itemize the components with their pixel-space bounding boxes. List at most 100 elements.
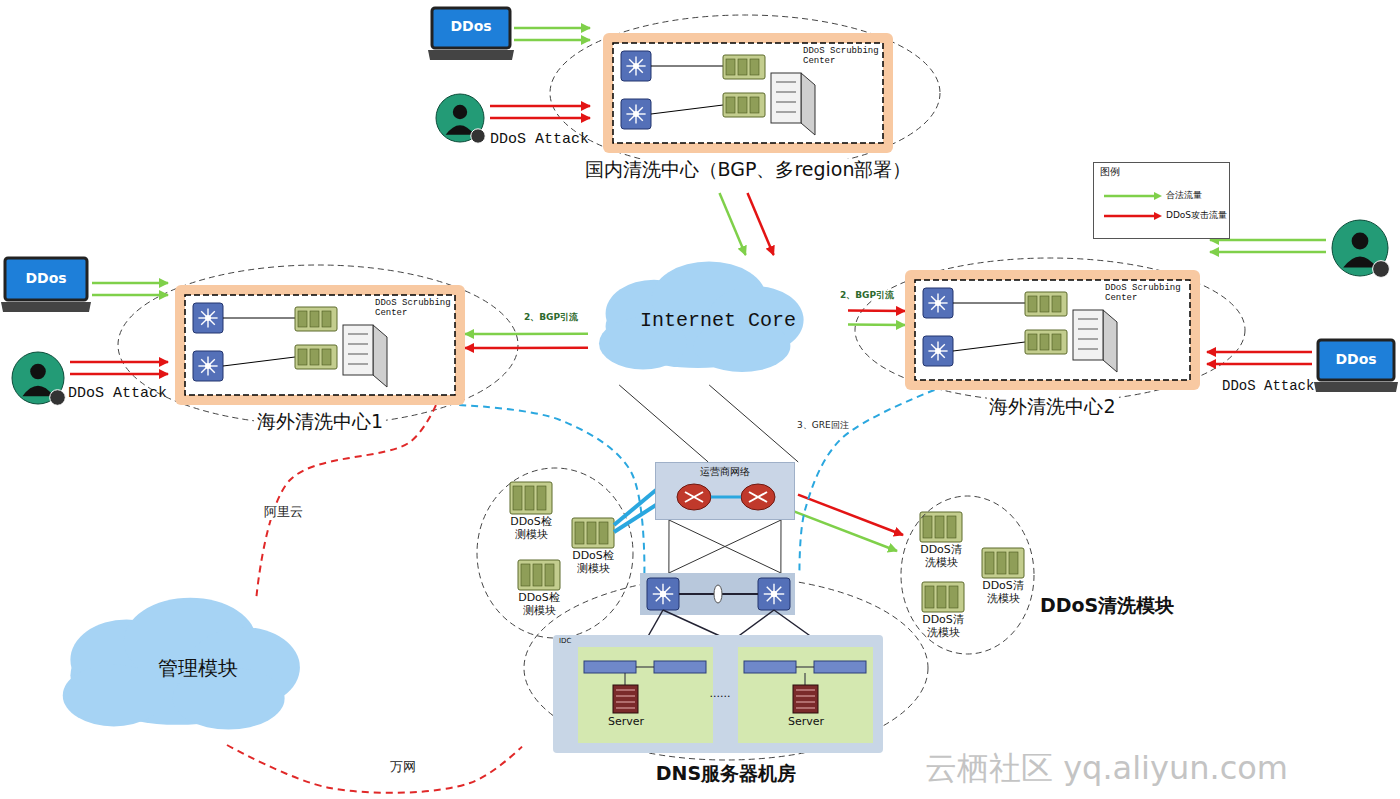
module-icon bbox=[922, 582, 964, 612]
node-heading: 海外清洗中心2 bbox=[986, 396, 1118, 418]
node-text: IDC bbox=[559, 637, 571, 645]
text-label: DDos bbox=[432, 18, 510, 34]
link-wire bbox=[636, 667, 654, 668]
link-wire bbox=[223, 318, 295, 319]
management-cloud: 管理模块 bbox=[50, 590, 345, 745]
edge-label: 阿里云 bbox=[262, 505, 305, 520]
traffic-arrow bbox=[70, 361, 168, 364]
legend-row: 合法流量 bbox=[1102, 185, 1202, 199]
access-switch bbox=[654, 661, 706, 673]
connector bbox=[669, 520, 781, 573]
server-panel bbox=[738, 647, 873, 743]
switch-icon bbox=[758, 578, 790, 610]
module-icon bbox=[982, 548, 1024, 578]
text-label: Server bbox=[601, 716, 651, 729]
laptop-icon bbox=[1314, 340, 1398, 392]
node-text: DDoS Scrubbing Center bbox=[1105, 283, 1187, 304]
link-ring bbox=[714, 585, 722, 603]
server-icon bbox=[771, 73, 815, 135]
connector-stroke bbox=[669, 520, 781, 573]
traffic-arrow bbox=[514, 27, 590, 30]
access-switch bbox=[814, 661, 866, 673]
connector-stroke bbox=[257, 405, 437, 596]
text-label: DDos bbox=[1318, 351, 1394, 367]
inner-dashed-box bbox=[915, 280, 1190, 380]
module-icon bbox=[295, 345, 337, 369]
connector bbox=[459, 405, 644, 573]
attacker-icon bbox=[436, 94, 485, 143]
module-icon bbox=[572, 518, 614, 548]
traffic-arrow bbox=[490, 117, 590, 120]
legend-text: 合法流量 bbox=[1166, 190, 1202, 200]
connector-stroke bbox=[848, 309, 905, 312]
router-icon bbox=[741, 484, 775, 510]
scrubbing-center: DDoS Scrubbing Center 海外清洗中心2 bbox=[905, 270, 1200, 430]
access-switch bbox=[744, 661, 796, 673]
legend-title: 图例 bbox=[1100, 166, 1120, 178]
connector-stroke bbox=[799, 390, 934, 573]
link-wire bbox=[711, 496, 741, 499]
inner-dashed-box bbox=[613, 43, 883, 143]
text-label: Server bbox=[781, 716, 831, 729]
traffic-arrow bbox=[1210, 251, 1326, 254]
text-label: ...... bbox=[705, 688, 735, 701]
connector-stroke bbox=[709, 385, 798, 462]
node-text: DDoS清洗模块 bbox=[1040, 595, 1174, 617]
module-icon bbox=[1025, 330, 1067, 354]
traffic-arrow bbox=[1210, 239, 1326, 242]
node-text: DNS服务器机房 bbox=[653, 763, 799, 785]
switch-icon bbox=[923, 336, 953, 366]
connector bbox=[848, 310, 905, 325]
inner-dashed-box bbox=[185, 295, 455, 395]
traffic-arrow bbox=[490, 105, 590, 108]
node-text: 运营商网络 bbox=[656, 466, 794, 478]
node-text: Internet Core bbox=[588, 309, 848, 332]
scrubbing-center: DDoS Scrubbing Center国内清洗中心（BGP、多region部… bbox=[603, 33, 893, 193]
link-wire bbox=[223, 357, 295, 366]
link-wire bbox=[625, 673, 626, 685]
connector bbox=[799, 390, 934, 573]
text-label: DDoS Attack bbox=[490, 131, 589, 148]
switch-bar bbox=[640, 573, 795, 615]
text-label: DDoS Attack bbox=[68, 385, 167, 402]
traffic-arrow bbox=[92, 282, 168, 285]
connector bbox=[465, 334, 588, 348]
traffic-arrow bbox=[514, 39, 590, 42]
connector bbox=[720, 193, 774, 255]
node-art bbox=[900, 495, 1035, 655]
internet-cloud: Internet Core bbox=[588, 255, 848, 385]
dashed-region bbox=[855, 258, 1245, 402]
dns-room: IDC DNS服务器机房 bbox=[522, 573, 930, 790]
carrier-network: 运营商网络 bbox=[655, 462, 795, 520]
connector-stroke bbox=[720, 193, 746, 255]
text-label: DDoS检测模块 bbox=[515, 592, 563, 617]
connector-stroke bbox=[848, 323, 905, 326]
router-icon bbox=[677, 484, 711, 510]
text-label: DDoS Attack bbox=[1222, 378, 1314, 394]
text-label: DDoS检测模块 bbox=[569, 550, 617, 575]
connector-stroke bbox=[465, 347, 588, 350]
connector-stroke bbox=[798, 495, 903, 535]
legend-sample bbox=[1102, 210, 1162, 222]
switch-icon bbox=[647, 578, 679, 610]
node-text: DDoS Scrubbing Center bbox=[803, 46, 885, 67]
watermark: 云栖社区 yq.aliyun.com bbox=[925, 750, 1288, 787]
text-label: DDoS清洗模块 bbox=[979, 580, 1027, 605]
laptop-icon bbox=[428, 8, 514, 60]
connector-stroke bbox=[227, 745, 522, 793]
rack-server bbox=[613, 685, 638, 713]
connector-stroke bbox=[619, 385, 708, 462]
connector-stroke bbox=[780, 520, 781, 573]
connector-stroke bbox=[668, 520, 669, 573]
traffic-arrow bbox=[92, 294, 168, 297]
server-icon bbox=[1073, 310, 1117, 372]
link-wire bbox=[651, 66, 723, 67]
cloud-shape bbox=[63, 664, 165, 726]
connector bbox=[792, 495, 903, 551]
traffic-arrow bbox=[70, 373, 168, 376]
scrubbing-module-group: DDoS清洗模块 bbox=[900, 495, 1035, 655]
dashed-region bbox=[118, 265, 518, 425]
laptop-icon bbox=[1, 258, 91, 312]
